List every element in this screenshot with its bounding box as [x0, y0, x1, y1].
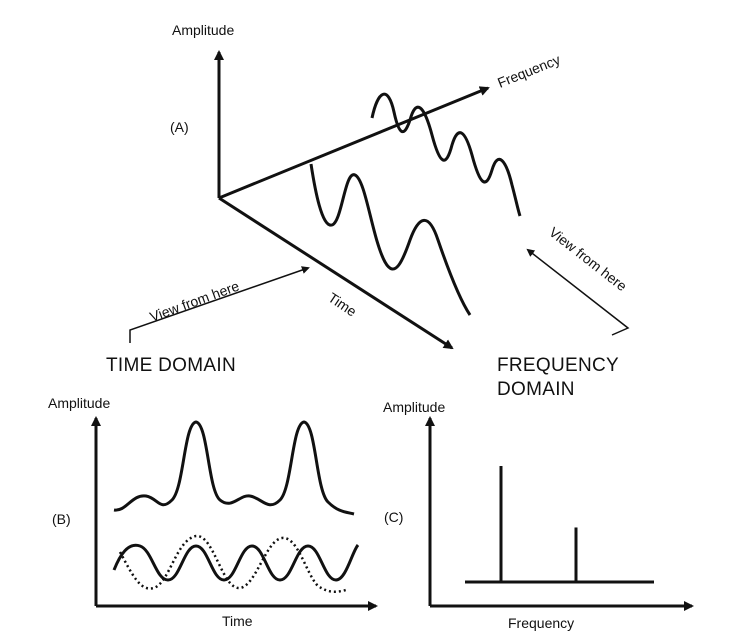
frequency-domain-heading-line2: DOMAIN	[497, 379, 575, 400]
panel-c-x-label: Frequency	[508, 615, 574, 631]
panel-b-label: (B)	[52, 511, 71, 527]
panel-a-amplitude-label: Amplitude	[172, 22, 234, 38]
panel-a-frequency-label: Frequency	[495, 51, 562, 91]
panel-b-y-label: Amplitude	[48, 395, 110, 411]
panel-c-y-label: Amplitude	[383, 399, 445, 415]
panel-b: Amplitude (B) Time	[48, 395, 378, 629]
panel-b-x-label: Time	[222, 613, 253, 629]
panel-a-time-label: Time	[325, 289, 359, 319]
panel-a-view-label-right: View from here	[546, 224, 630, 295]
panel-b-composite-wave	[113, 420, 355, 516]
panel-c-spectral-lines	[499, 466, 578, 582]
panel-a-wave-lower	[309, 163, 472, 316]
panel-b-component-wave-solid	[112, 543, 360, 582]
time-domain-heading: TIME DOMAIN	[106, 355, 236, 376]
panel-a-frequency-axis	[218, 86, 490, 200]
panel-a-view-arrow-right	[526, 248, 630, 336]
panel-a-view-label-left: View from here	[148, 278, 242, 325]
panel-a-time-axis	[218, 196, 454, 350]
panel-c: Amplitude (C) Frequency	[383, 399, 694, 631]
panel-c-label: (C)	[384, 509, 403, 525]
frequency-domain-heading-line1: FREQUENCY	[497, 355, 619, 376]
panel-a-label: (A)	[170, 119, 189, 135]
panel-a-wave-upper	[370, 92, 522, 217]
panel-a: Amplitude (A) Frequency Time View from h…	[106, 22, 630, 400]
panel-a-view-arrow-left	[129, 266, 310, 343]
